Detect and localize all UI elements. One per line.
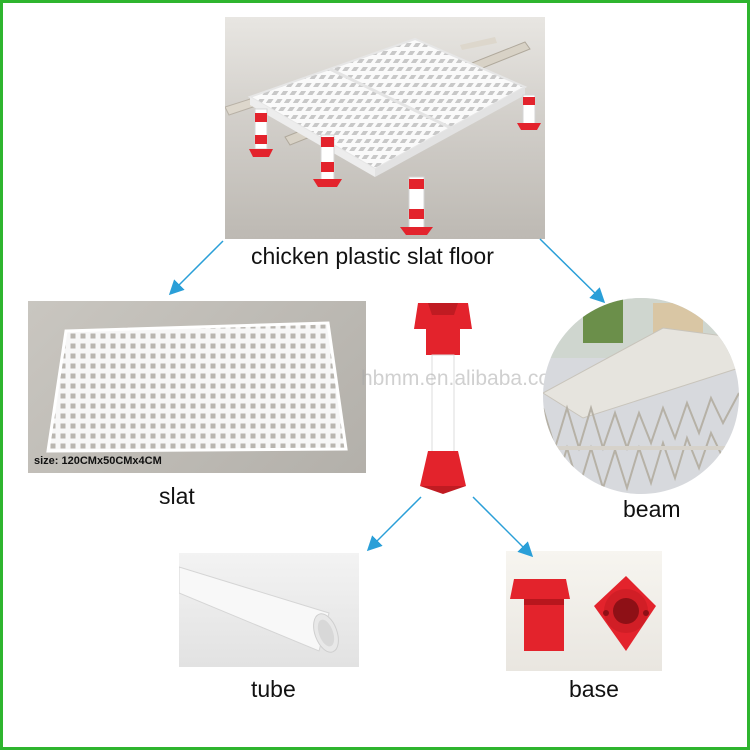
floor-title: chicken plastic slat floor xyxy=(251,243,494,269)
slat-size-text: size: 120CMx50CMx4CM xyxy=(34,455,162,467)
beam-label: beam xyxy=(623,496,681,522)
tube-label: tube xyxy=(251,676,296,702)
base-illustration xyxy=(510,576,656,651)
arrow-to-beam xyxy=(539,238,606,304)
base-photo xyxy=(506,551,662,671)
slat-label: slat xyxy=(159,483,195,509)
arrow-to-base xyxy=(472,496,534,558)
arrow-to-slat xyxy=(168,240,224,296)
assembled-floor-illustration xyxy=(225,37,541,235)
slat-photo: size: 120CMx50CMx4CM xyxy=(28,301,366,473)
tube-illustration xyxy=(179,566,339,653)
tube-photo xyxy=(179,553,359,667)
watermark: hbmm.en.alibaba.com xyxy=(361,367,568,390)
support-post-illustration xyxy=(414,303,472,494)
arrow-to-tube xyxy=(366,496,422,552)
slat-illustration xyxy=(46,321,348,453)
base-label: base xyxy=(569,676,619,702)
assembled-floor-photo xyxy=(225,17,545,239)
connector-arrows xyxy=(168,238,606,558)
